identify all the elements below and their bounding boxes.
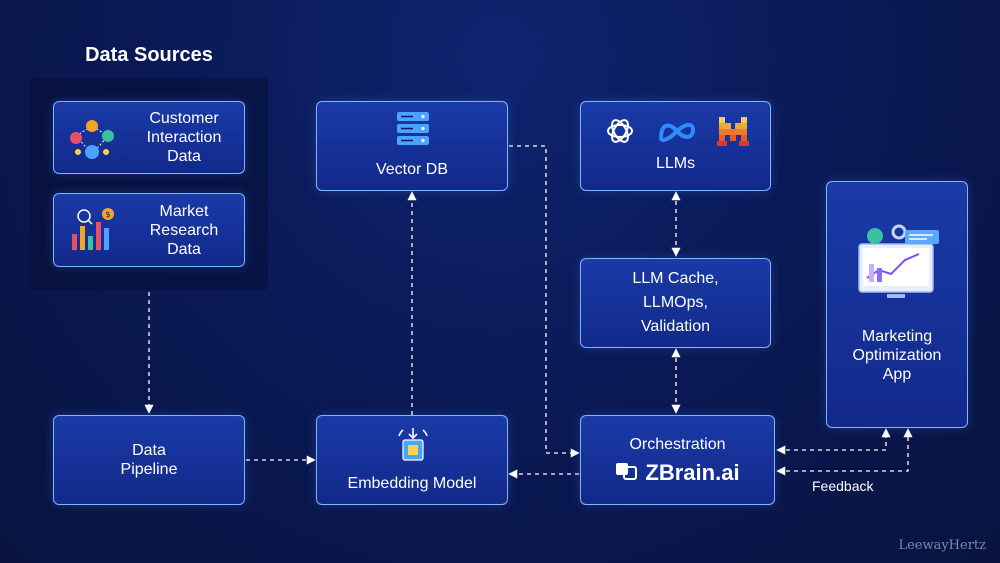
node-data-pipeline: Data Pipeline	[53, 415, 245, 505]
edge-orchestration-app	[776, 428, 891, 455]
people-network-icon	[66, 114, 118, 169]
database-server-icon	[395, 110, 431, 153]
customer-interaction-label: Customer Interaction Data	[146, 110, 222, 165]
node-llms: LLMs	[580, 101, 771, 191]
zbrain-logo-icon	[615, 460, 639, 485]
node-llm-cache: LLM Cache, LLMOps, Validation	[580, 258, 771, 348]
data-pipeline-label: Data Pipeline	[120, 442, 178, 478]
marketing-app-label: Marketing Optimization App	[852, 328, 942, 383]
vector-db-label: Vector DB	[375, 161, 449, 178]
orchestration-label: Orchestration	[629, 436, 726, 453]
node-marketing-app: Marketing Optimization App	[826, 181, 968, 428]
data-sources-title: Data Sources	[85, 44, 213, 66]
zbrain-logo: ZBrain.ai	[615, 460, 740, 485]
llms-label: LLMs	[655, 155, 696, 172]
embedding-model-label: Embedding Model	[347, 475, 477, 492]
openai-logo-icon	[605, 116, 635, 151]
node-embedding-model: Embedding Model	[316, 415, 508, 505]
meta-logo-icon	[657, 118, 697, 149]
feedback-label: Feedback	[812, 478, 874, 494]
zbrain-logo-text: ZBrain.ai	[645, 460, 740, 485]
edge-vectordb-orchestration	[509, 145, 580, 458]
llm-cache-label: LLM Cache, LLMOps, Validation	[632, 270, 719, 335]
svg-text:$: $	[105, 210, 110, 219]
market-research-label: Market Research Data	[149, 202, 219, 258]
chip-icon	[393, 426, 433, 471]
node-orchestration: Orchestration ZBrain.ai	[580, 415, 775, 505]
node-customer-interaction-data: Customer Interaction Data	[53, 101, 245, 174]
node-market-research-data: $ Market Research Data	[53, 193, 245, 267]
mistral-logo-icon	[717, 115, 749, 152]
watermark: LeewayHertz	[898, 538, 986, 553]
bar-chart-icon: $	[68, 206, 116, 259]
node-vector-db: Vector DB	[316, 101, 508, 191]
dashboard-monitor-icon	[855, 222, 945, 307]
edge-feedback	[776, 428, 913, 476]
